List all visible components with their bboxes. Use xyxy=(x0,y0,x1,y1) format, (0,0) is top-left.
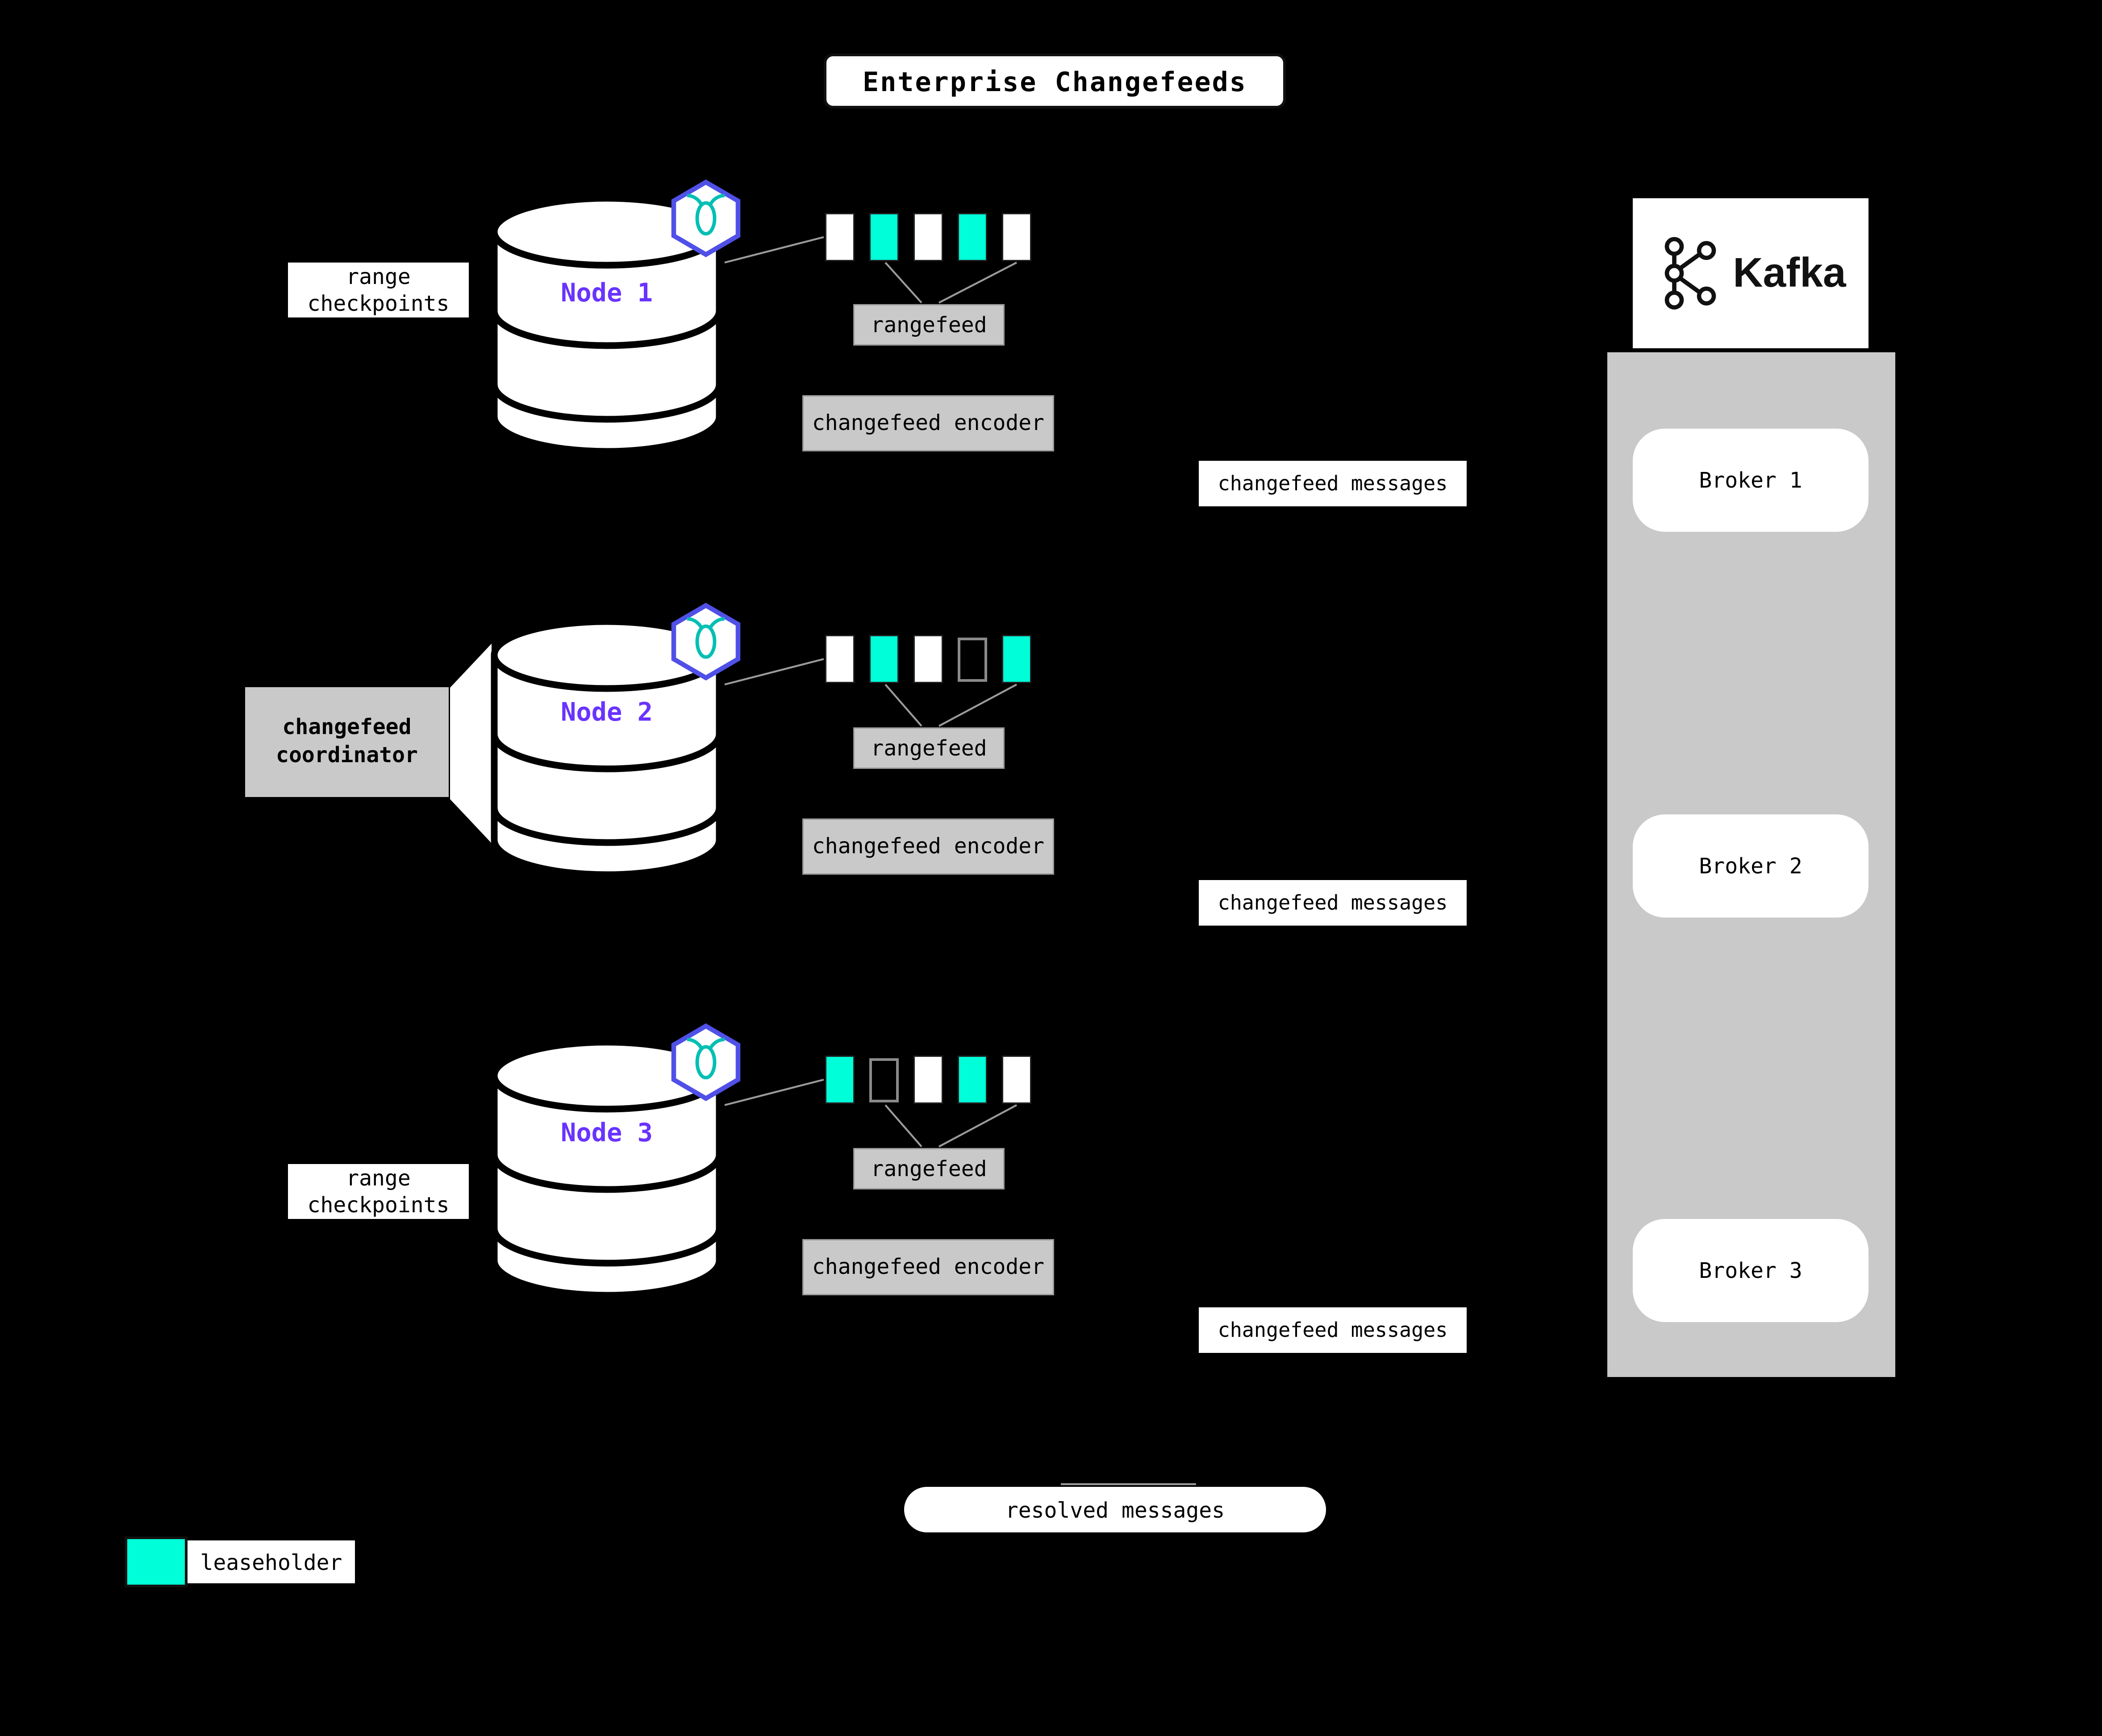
node1-rangefeed-box: rangefeed xyxy=(853,304,1005,346)
range-checkpoints-label-node1: range checkpoints xyxy=(288,263,469,317)
cockroachdb-icon xyxy=(671,1023,741,1102)
cockroachdb-icon xyxy=(671,602,741,681)
range-block-cyan xyxy=(869,635,899,683)
kafka-icon xyxy=(1664,237,1716,310)
node1-label: Node 1 xyxy=(561,279,653,308)
broker-1: Broker 1 xyxy=(1633,429,1868,532)
range-block-empty xyxy=(869,1057,899,1102)
node2-rangefeed-box: rangefeed xyxy=(853,727,1005,769)
node3-changefeed-encoder-box: changefeed encoder xyxy=(802,1239,1054,1295)
node2-ranges xyxy=(825,635,1031,683)
range-block-cyan xyxy=(1002,635,1031,683)
node2-changefeed-messages-box: changefeed messages xyxy=(1199,880,1467,926)
range-block-cyan xyxy=(958,213,987,261)
node2-changefeed-encoder-box: changefeed encoder xyxy=(802,818,1054,875)
node3-changefeed-messages-box: changefeed messages xyxy=(1199,1307,1467,1353)
leaseholder-legend-label: leaseholder xyxy=(188,1540,355,1583)
node1-changefeed-messages-box: changefeed messages xyxy=(1199,461,1467,506)
node3-ranges xyxy=(825,1056,1031,1104)
node2-label: Node 2 xyxy=(561,698,653,727)
range-block-white xyxy=(1002,213,1031,261)
leaseholder-legend-swatch xyxy=(125,1536,188,1587)
node3-rangefeed-box: rangefeed xyxy=(853,1148,1005,1189)
kafka-label: Kafka xyxy=(1733,249,1846,296)
broker-3: Broker 3 xyxy=(1633,1219,1868,1322)
range-block-white xyxy=(825,635,855,683)
range-block-empty xyxy=(958,637,987,681)
changefeed-coordinator-label: changefeed coordinator xyxy=(245,687,449,797)
range-block-white xyxy=(913,635,943,683)
broker-2: Broker 2 xyxy=(1633,814,1868,918)
node3-label: Node 3 xyxy=(561,1118,653,1148)
node2-database-cylinder xyxy=(491,618,723,878)
node1-ranges xyxy=(825,213,1031,261)
range-block-cyan xyxy=(869,213,899,261)
range-block-white xyxy=(913,1056,943,1104)
range-block-cyan xyxy=(958,1056,987,1104)
range-block-white xyxy=(825,213,855,261)
node1-database-cylinder xyxy=(491,195,723,455)
range-checkpoints-label-node3: range checkpoints xyxy=(288,1164,469,1219)
cockroachdb-icon xyxy=(671,179,741,258)
resolved-messages-pill: resolved messages xyxy=(904,1487,1326,1532)
range-block-white xyxy=(913,213,943,261)
node3-database-cylinder xyxy=(491,1039,723,1299)
kafka-header: Kafka xyxy=(1633,198,1868,348)
diagram-title: Enterprise Changefeeds xyxy=(824,54,1286,108)
range-block-cyan xyxy=(825,1056,855,1104)
range-block-white xyxy=(1002,1056,1031,1104)
node1-changefeed-encoder-box: changefeed encoder xyxy=(802,395,1054,451)
